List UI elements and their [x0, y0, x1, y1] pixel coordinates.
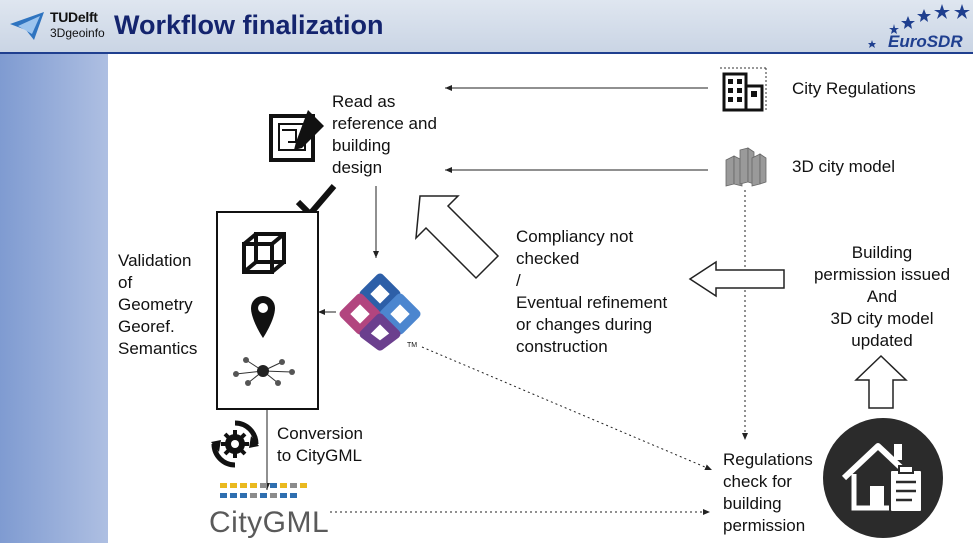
eurosdr-logo: [868, 4, 970, 48]
compliancy-line-5: or changes during: [516, 315, 653, 334]
drawing-icon: [269, 110, 324, 162]
permission-line-3: And: [866, 287, 898, 306]
header-rule: [0, 52, 973, 54]
city-regulations-label: City Regulations: [792, 79, 916, 98]
validation-line-2: of: [118, 273, 133, 292]
compliancy-line-6: construction: [516, 337, 608, 356]
compliancy-line-3: /: [516, 271, 521, 290]
compliancy-line-1: Compliancy not: [516, 227, 634, 246]
conversion-line-2: to CityGML: [277, 446, 363, 465]
hollow-arrow-up: [854, 354, 908, 409]
read-reference-line-1: Read as: [332, 92, 396, 111]
house-checklist-icon: [823, 418, 943, 538]
read-reference-line-3: building: [332, 136, 391, 155]
read-reference-line-2: reference and: [332, 114, 437, 133]
permission-line-5: updated: [851, 331, 913, 350]
regulations-check-line-2: check for: [723, 472, 792, 491]
validation-line-5: Semantics: [118, 339, 198, 358]
validation-line-3: Geometry: [118, 295, 193, 314]
page-title: Workflow finalization: [114, 10, 384, 40]
validation-line-1: Validation: [118, 251, 192, 270]
dashed-ifc-to-check: [421, 346, 713, 471]
network-icon: [233, 357, 295, 386]
convert-gear-icon: [211, 420, 259, 468]
map-pin-icon: [251, 296, 275, 338]
validation-line-4: Georef.: [118, 317, 175, 336]
ifc-logo-icon: [339, 273, 421, 351]
permission-line-1: Building: [851, 243, 913, 262]
eurosdr-logo-text: EuroSDR: [888, 32, 963, 51]
hollow-arrow-left: [688, 260, 785, 298]
compliancy-line-4: Eventual refinement: [516, 293, 668, 312]
eurosdr-stars-icon: [868, 4, 970, 48]
permission-line-4: 3D city model: [830, 309, 934, 328]
city-model-icon: [725, 147, 767, 187]
ifc-trademark: TM: [407, 342, 418, 349]
building-icon: [720, 67, 768, 112]
tudelft-name: TUDelft: [50, 9, 98, 25]
tudelft-sub: 3Dgeoinfo: [50, 26, 105, 40]
citygml-logo-text: CityGML: [209, 506, 330, 539]
regulations-check-line-3: building: [723, 494, 782, 513]
conversion-line-1: Conversion: [277, 424, 363, 443]
compliancy-line-2: checked: [516, 249, 580, 268]
hollow-arrow-back-to-design: [415, 195, 500, 280]
regulations-check-line-1: Regulations: [723, 450, 813, 469]
tudelft-logo: [10, 12, 44, 40]
city-model-label: 3D city model: [792, 157, 895, 176]
header-bar: [0, 0, 973, 54]
permission-line-2: permission issued: [813, 265, 951, 284]
regulations-check-line-4: permission: [723, 516, 806, 535]
read-reference-line-4: design: [332, 158, 383, 177]
citygml-logo-icon: [220, 483, 307, 498]
cube-icon: [242, 232, 286, 274]
left-sidebar-band: [0, 54, 108, 543]
